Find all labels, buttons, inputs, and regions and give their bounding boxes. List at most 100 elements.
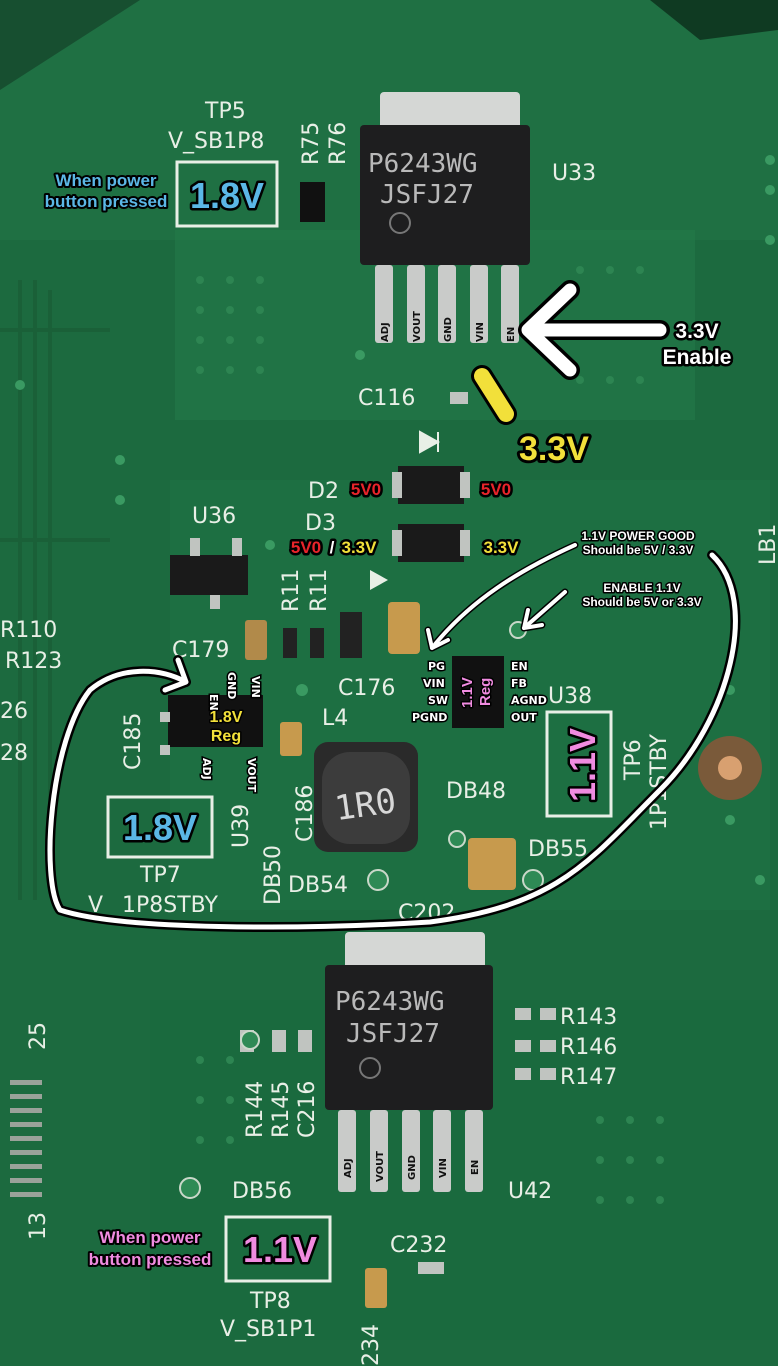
u42-pin-adj: ADJ [343, 1158, 354, 1178]
note-when-pressed-top-1: When power [55, 171, 156, 190]
d2-left-voltage: 5V0 [351, 480, 381, 499]
tp7-voltage: 1.8V [123, 807, 197, 848]
tp5-testpoint-box [175, 160, 279, 228]
v-prefix-label: V [88, 893, 103, 918]
pg-note-2: Should be 5V / 3.3V [583, 543, 694, 557]
d2-right-voltage: 5V0 [481, 480, 511, 499]
c216-label: C216 [295, 1081, 320, 1138]
tp5-label: TP5 [204, 99, 246, 124]
reg18-label-2: Reg [211, 728, 241, 745]
r144-label: R144 [243, 1081, 268, 1138]
u38-pin-sw: SW [428, 694, 448, 707]
tp5-voltage: 1.8V [190, 175, 264, 216]
vin-voltage: 3.3V [519, 430, 589, 468]
r11-label-b: R11 [307, 569, 332, 612]
u38-pin-pgnd: PGND [412, 711, 447, 724]
reg11-label-2: Reg [477, 678, 494, 706]
u42-pin-vout: VOUT [375, 1151, 386, 1182]
d2-label: D2 [308, 479, 339, 504]
r76-label: R76 [326, 122, 351, 165]
u39-pin-gnd: GND [225, 672, 238, 699]
tp6-voltage: 1.1V [562, 728, 603, 802]
chip-top-marking-1: P6243WG [368, 149, 478, 179]
r147-label: R147 [560, 1065, 617, 1090]
regulator-u42: P6243WG JSFJ27 ADJ VOUT GND VIN EN [325, 932, 493, 1192]
label-26: 26 [0, 699, 28, 724]
u42-pin-en: EN [470, 1160, 481, 1175]
label-28: 28 [0, 741, 28, 766]
en-note-2: Should be 5V or 3.3V [582, 595, 701, 609]
c176-label: C176 [338, 676, 395, 701]
inductor-marking: 1R0 [332, 781, 398, 829]
u33-pin-gnd: GND [443, 317, 454, 342]
reg11-label-1: 1.1V [459, 677, 476, 708]
chip-top-marking-2: JSFJ27 [380, 180, 474, 210]
db55-label: DB55 [528, 837, 588, 862]
d3-right-voltage: 3.3V [484, 538, 520, 557]
r146-label: R146 [560, 1035, 617, 1060]
u33-pin-vout: VOUT [412, 311, 423, 342]
1p8stby-label: 1P8STBY [122, 893, 219, 918]
v-sb1p1-label: V_SB1P1 [220, 1317, 316, 1342]
u39-label: U39 [229, 804, 254, 848]
db54-label: DB54 [288, 873, 348, 898]
tp8-voltage: 1.1V [243, 1229, 317, 1270]
u39-pin-vout: VOUT [245, 758, 258, 793]
r143-label: R143 [560, 1005, 617, 1030]
pg-note-1: 1.1V POWER GOOD [581, 529, 695, 543]
tp8-label: TP8 [249, 1289, 291, 1314]
u33-label: U33 [552, 161, 596, 186]
db50-label: DB50 [261, 845, 286, 905]
r123-label: R123 [5, 649, 62, 674]
r75-label: R75 [299, 122, 324, 165]
d3-left-voltage-b: 3.3V [342, 538, 378, 557]
enable-label-1: 3.3V [675, 320, 718, 343]
v-sb1p8-label: V_SB1P8 [168, 129, 264, 154]
en-note-1: ENABLE 1.1V [603, 581, 680, 595]
u33-pin-en: EN [506, 327, 517, 342]
note-when-pressed-bot-2: button pressed [89, 1250, 212, 1269]
c186-label: C186 [293, 785, 318, 842]
l4-label: L4 [322, 706, 348, 731]
tp7-testpoint-box [106, 795, 214, 859]
regulator-u39: EN GND VIN ADJ VOUT [160, 671, 264, 794]
note-when-pressed-bot-1: When power [99, 1228, 200, 1247]
db56-label: DB56 [232, 1179, 292, 1204]
chip-bot-marking-1: P6243WG [335, 987, 445, 1017]
db48-label: DB48 [446, 779, 506, 804]
label-234: 234 [359, 1324, 384, 1366]
u33-pin-vin: VIN [475, 322, 486, 342]
u38-pin-out: OUT [511, 711, 537, 724]
d3-left-separator: / [330, 538, 335, 557]
tp7-label: TP7 [139, 863, 181, 888]
u38-pin-en: EN [511, 660, 528, 673]
tp6-label: TP6 [621, 739, 646, 781]
u38-pin-fb: FB [511, 677, 527, 690]
d3-label: D3 [305, 511, 336, 536]
regulator-u38: PG VIN SW PGND EN FB AGND OUT [411, 656, 548, 728]
note-when-pressed-top-2: button pressed [45, 192, 168, 211]
u39-pin-adj: ADJ [200, 758, 213, 780]
u38-pin-vin: VIN [423, 677, 445, 690]
u42-pin-gnd: GND [407, 1155, 418, 1180]
diode-d3 [370, 524, 470, 590]
u33-pin-adj: ADJ [380, 322, 391, 342]
reg18-label-1: 1.8V [210, 709, 243, 726]
r145-label: R145 [269, 1081, 294, 1138]
u39-pin-vin: VIN [249, 676, 262, 698]
label-25: 25 [26, 1022, 51, 1050]
diode-d2 [392, 430, 470, 504]
lb1-label: LB1 [756, 524, 778, 565]
inductor-l4: 1R0 [314, 742, 418, 852]
regulator-u33: P6243WG JSFJ27 ADJ VOUT GND VIN EN [360, 92, 530, 343]
c232-label: C232 [390, 1233, 447, 1258]
enable-label-2: Enable [663, 346, 732, 369]
chip-bot-marking-2: JSFJ27 [346, 1019, 440, 1049]
u42-label: U42 [508, 1179, 552, 1204]
u38-pin-agnd: AGND [511, 694, 547, 707]
tp8-testpoint-box [224, 1215, 332, 1283]
u42-pin-vin: VIN [438, 1158, 449, 1178]
d3-left-voltage-a: 5V0 [291, 538, 321, 557]
c185-label: C185 [121, 713, 146, 770]
